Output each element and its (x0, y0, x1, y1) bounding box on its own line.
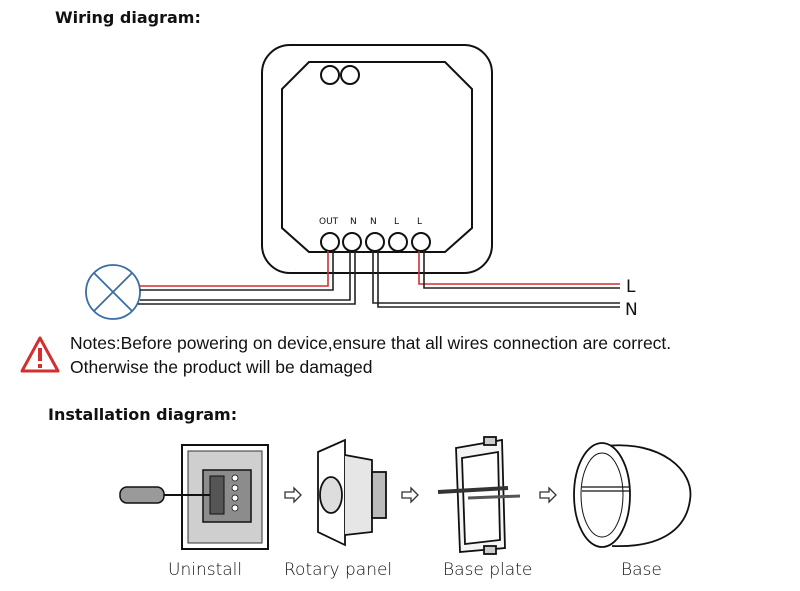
top-screw-left (320, 65, 340, 85)
line-label-live: L (626, 277, 636, 297)
terminal-n2 (365, 232, 385, 252)
warning-icon (20, 336, 60, 373)
wire-out-to-lamp (140, 251, 334, 291)
wire-neutral-line (372, 251, 620, 308)
terminal-n1 (342, 232, 362, 252)
step-caption-rotary-panel: Rotary panel (284, 560, 393, 580)
lamp-icon (85, 264, 141, 320)
wire-lamp-neutral (138, 251, 356, 305)
line-label-neutral: N (625, 300, 638, 320)
terminal-label-n1: N (350, 217, 357, 227)
terminal-label-n2: N (370, 217, 377, 227)
wire-live-line (418, 251, 620, 289)
notes-line-1: Notes:Before powering on device,ensure t… (70, 333, 672, 353)
terminal-label-out: OUT (319, 217, 339, 227)
arrow-right-icon (539, 486, 557, 504)
arrow-right-icon (284, 486, 302, 504)
step-uninstall-illustration (119, 444, 269, 550)
arrow-right-icon (401, 486, 419, 504)
step-caption-uninstall: Uninstall (168, 560, 243, 580)
module-outer-frame (261, 44, 493, 274)
screwdriver-icon (119, 486, 210, 504)
step-base-illustration (573, 442, 692, 548)
terminal-label-l1: L (394, 217, 399, 227)
wiring-diagram-title: Wiring diagram: (55, 8, 201, 27)
step-caption-base-plate: Base plate (443, 560, 533, 580)
step-caption-base: Base (621, 560, 662, 580)
terminal-l2 (411, 232, 431, 252)
top-screw-right (340, 65, 360, 85)
step-rotary-panel-illustration (317, 438, 387, 547)
module-inner-frame (281, 61, 473, 253)
installation-diagram-title: Installation diagram: (48, 405, 238, 424)
terminal-label-l2: L (417, 217, 422, 227)
terminal-out (320, 232, 340, 252)
switch-module (261, 44, 493, 274)
notes-line-2: Otherwise the product will be damaged (70, 357, 373, 377)
step-base-plate-illustration (437, 436, 521, 555)
terminal-l1 (388, 232, 408, 252)
